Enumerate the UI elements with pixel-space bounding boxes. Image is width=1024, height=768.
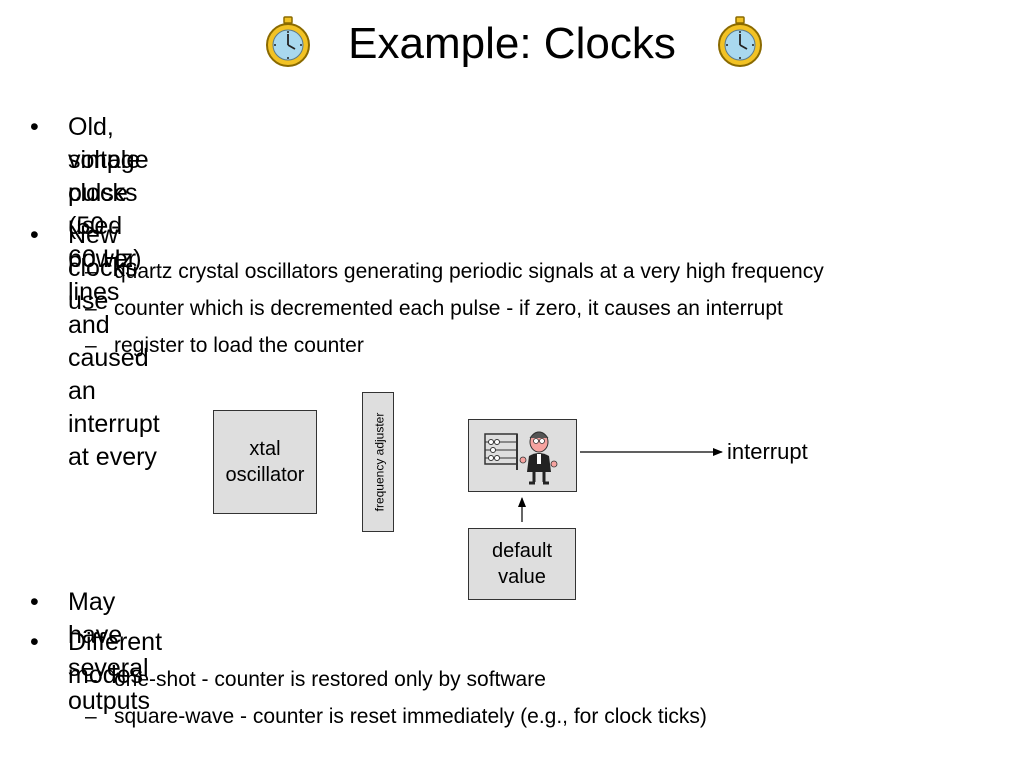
default-label: default	[491, 540, 553, 562]
default-value-box: default value	[468, 528, 576, 600]
xtal-label: xtal	[249, 438, 281, 460]
page-title: Example: Clocks	[348, 19, 676, 68]
bullet-text: May have several outputs	[68, 588, 151, 715]
sub-item-text: square-wave - counter is reset immediate…	[114, 705, 707, 728]
abacus-person-icon	[483, 431, 557, 484]
bullet-glyph: •	[30, 588, 39, 616]
bullet-text: New clocks use	[68, 221, 138, 315]
dash-glyph: –	[85, 705, 97, 728]
oscillator-label: oscillator	[225, 464, 305, 486]
bullet-text-line: Old, simple clocks used power lines and …	[68, 113, 160, 471]
value-label: value	[498, 566, 546, 588]
bullet-glyph: •	[30, 113, 39, 141]
sub-item-text: quartz crystal oscillators generating pe…	[114, 260, 824, 283]
sub-item-text: register to load the counter	[114, 334, 364, 357]
interrupt-label: interrupt	[727, 439, 808, 464]
bullet-glyph: •	[30, 628, 39, 656]
stopwatch-icon-left	[266, 16, 310, 67]
dash-glyph: –	[85, 668, 97, 691]
dash-glyph: –	[85, 297, 97, 320]
bullet-text-line: voltage pulse (50 - 60 Hz)	[68, 146, 149, 273]
sub-item-text: counter which is decremented each pulse …	[114, 297, 783, 320]
dash-glyph: –	[85, 260, 97, 283]
dash-glyph: –	[85, 334, 97, 357]
bullet-glyph: •	[30, 221, 39, 249]
sub-item-text: one-shot - counter is restored only by s…	[114, 668, 546, 691]
bullet-text: Different modes	[68, 628, 163, 689]
stopwatch-icon-right	[718, 16, 762, 67]
counter-box	[468, 419, 577, 492]
xtal-oscillator-box: xtal oscillator	[213, 410, 317, 514]
frequency-adjuster-box	[362, 392, 394, 532]
